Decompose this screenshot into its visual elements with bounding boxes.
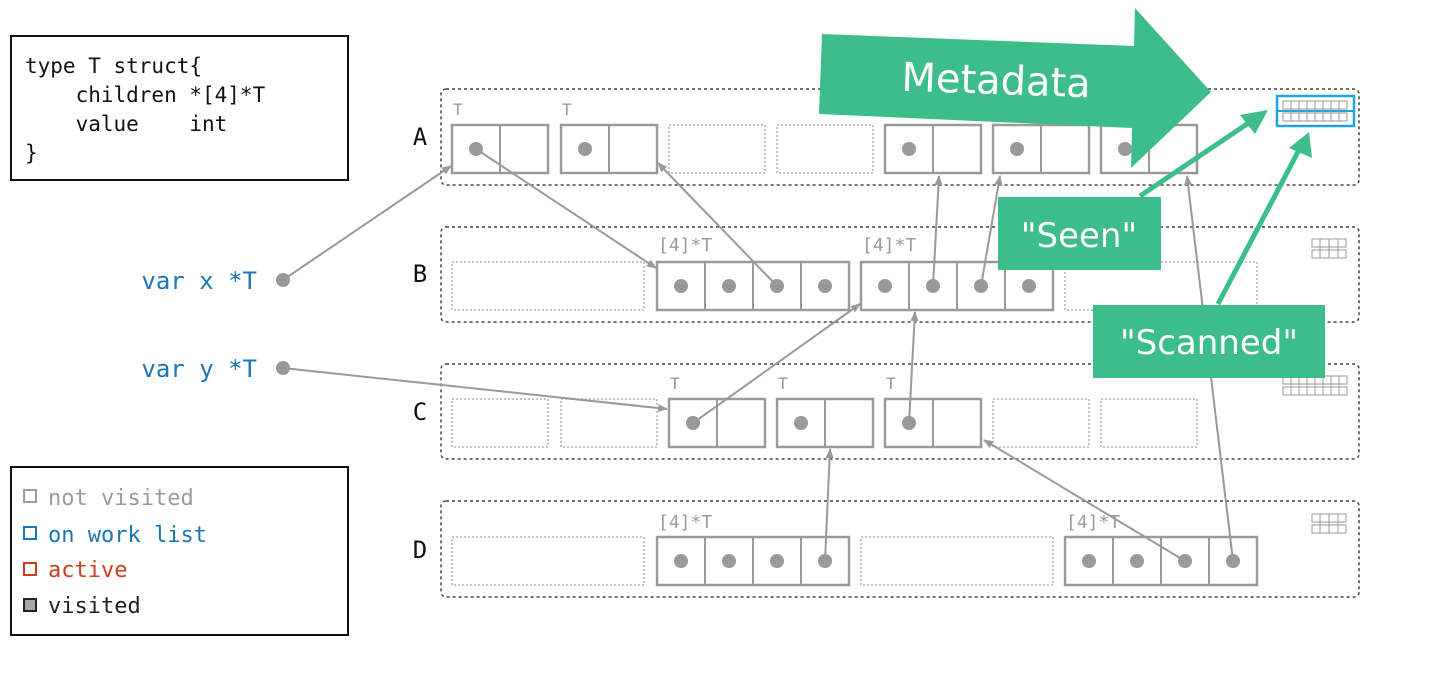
variable-x-label: var x *T [141,267,257,295]
arrow-b3-to-a6 [980,175,1003,287]
seen-box [998,197,1161,270]
legend-swatch-active [23,562,37,576]
arrow-x-to-a1 [282,165,452,281]
legend-swatch-visited [23,598,37,612]
legend-label-visited: visited [48,594,141,619]
span-a: A [413,88,1360,186]
free-slot-c7 [1100,398,1198,448]
legend-swatch-on-work-list [23,526,37,540]
arrow-c3-to-b3 [692,303,861,424]
arrow-b2-to-a2 [657,162,778,287]
seen-callout: "Seen" [998,110,1268,270]
type-label-t: T [778,374,788,393]
metadata-callout: Metadata [819,8,1211,168]
free-slot-a3 [668,124,766,174]
scanned-label: "Scanned" [1120,323,1298,363]
free-slot-c1 [451,398,549,448]
metadata-bitmap-b [1311,238,1347,259]
type-label-t: T [886,374,896,393]
object-a2 [559,123,659,175]
object-a6 [991,123,1091,175]
object-d4 [1063,535,1259,587]
span-b: B [413,226,1360,323]
arrow-d2-to-c4 [824,448,834,562]
arrow-c5-to-b3 [908,311,919,424]
arrow-d4-to-c5 [983,439,1186,562]
free-slot-d1 [451,536,645,586]
row-a-objects: T T [450,100,1199,175]
object-c5 [883,397,983,449]
metadata-bitmap-d [1311,513,1347,534]
metadata-label: Metadata [901,55,1092,108]
seen-label: "Seen" [1021,216,1137,256]
object-c4 [775,397,875,449]
free-slot-b1 [451,261,645,311]
scanned-callout: "Scanned" [1093,132,1325,378]
code-line-1: type T struct{ [25,54,202,78]
code-line-3: value int [25,112,227,136]
variable-y-label: var y *T [141,355,257,383]
code-line-2: children *[4]*T [25,83,266,107]
pointer-arrows [282,148,1234,562]
type-label-array: [4]*T [1066,512,1120,533]
free-slot-d3 [860,536,1054,586]
type-label-t: T [562,100,572,119]
object-b2 [655,260,851,312]
legend-label-not-visited: not visited [48,486,194,511]
legend: not visited on work list active visited [10,466,349,636]
code-line-4: } [25,141,38,165]
object-d2 [655,535,851,587]
span-b-label: B [413,260,427,288]
type-label-array: [4]*T [658,235,712,256]
type-label-t: T [670,374,680,393]
row-c-objects: T T T [451,374,1198,449]
variable-y: var y *T [141,355,290,383]
legend-label-active: active [48,558,127,583]
legend-swatch-not-visited [23,489,37,503]
type-label-array: [4]*T [658,512,712,533]
variable-x: var x *T [141,267,290,295]
span-d: D [413,500,1360,598]
arrow-a1-to-b2 [475,148,657,269]
span-c: C [413,363,1360,460]
arrow-b3-to-a5 [932,175,943,287]
legend-label-on-work-list: on work list [48,523,207,548]
type-label-t: T [453,100,463,119]
span-c-label: C [413,398,427,426]
free-slot-c6 [992,398,1090,448]
object-a5 [883,123,983,175]
metadata-big-arrow [819,8,1211,168]
metadata-bitmap-a [1275,94,1356,128]
metadata-bitmap-c [1282,375,1348,396]
row-d-objects: [4]*T [4]*T [451,512,1259,587]
free-slot-a4 [776,124,874,174]
arrow-y-to-c3 [282,367,668,413]
type-label-array: [4]*T [862,235,916,256]
scanned-box [1093,305,1325,378]
code-box: type T struct{ children *[4]*T value int… [10,35,349,181]
span-d-label: D [413,536,427,564]
span-a-label: A [413,123,428,151]
